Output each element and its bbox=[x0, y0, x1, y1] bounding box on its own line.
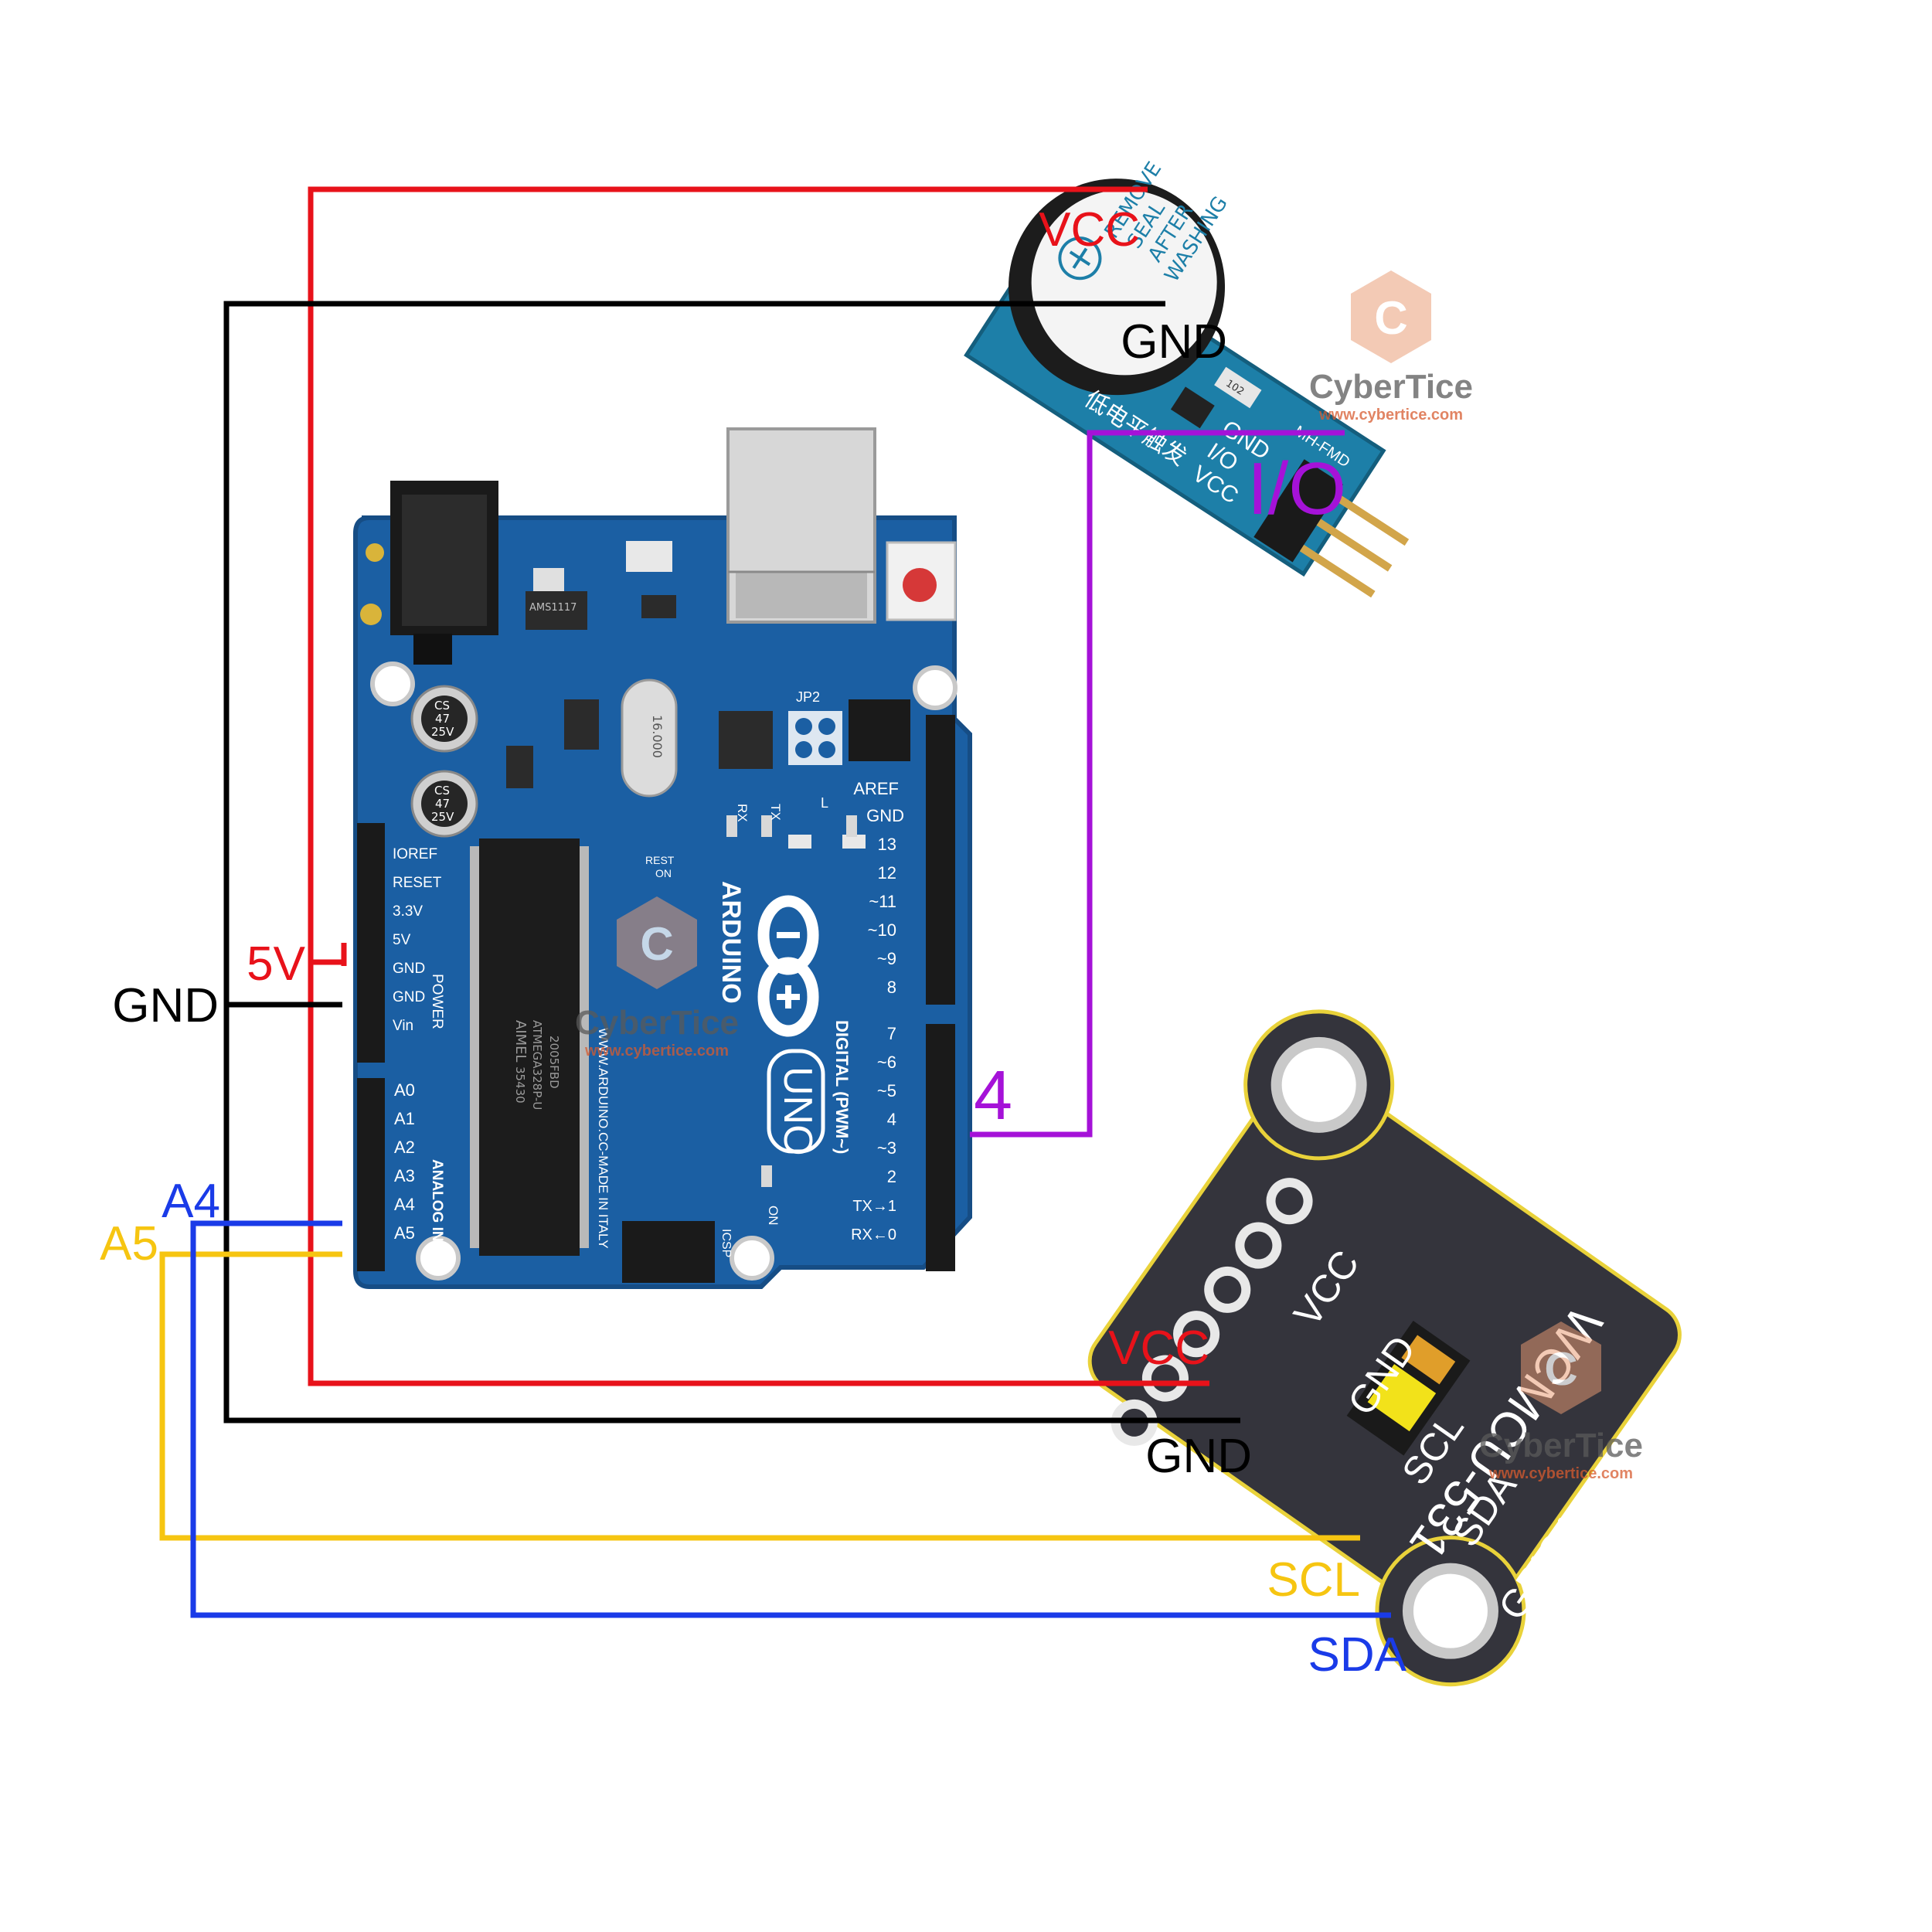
svg-text:2005FBD: 2005FBD bbox=[547, 1036, 561, 1089]
svg-text:ON: ON bbox=[766, 1206, 781, 1226]
pin-12: 12 bbox=[878, 863, 896, 883]
pin-a5: A5 bbox=[394, 1223, 415, 1243]
svg-text:AIMEL: AIMEL bbox=[512, 1020, 529, 1063]
pin-a0: A0 bbox=[394, 1080, 415, 1100]
pin-3v3: 3.3V bbox=[393, 903, 423, 920]
pin-reset: RESET bbox=[393, 875, 442, 891]
capacitor-2: CS 47 25V bbox=[410, 770, 478, 838]
svg-text:www.cybertice.com: www.cybertice.com bbox=[584, 1043, 729, 1060]
svg-text:REST: REST bbox=[645, 854, 675, 866]
svg-text:www.cybertice.com: www.cybertice.com bbox=[1318, 406, 1463, 423]
wire-sda bbox=[190, 1220, 1391, 1618]
pin-aref: AREF bbox=[853, 779, 899, 798]
label-arduino-a4: A4 bbox=[162, 1175, 220, 1228]
label-buzzer-vcc: VCC bbox=[1039, 203, 1140, 257]
pin-a3: A3 bbox=[394, 1166, 415, 1185]
label-arduino-a5: A5 bbox=[100, 1217, 158, 1270]
arduino-logo: ARDUINO UNO WWW.ARDUINO.CC-MADE IN ITALY bbox=[596, 881, 825, 1249]
label-tof-vcc: VCC bbox=[1108, 1321, 1209, 1375]
svg-text:CyberTice: CyberTice bbox=[575, 1004, 739, 1042]
usb-port bbox=[726, 427, 876, 624]
atmega-chip: AIMEL 35430 ATMEGA328P-U 2005FBD bbox=[470, 838, 589, 1256]
svg-text:L: L bbox=[821, 795, 828, 811]
pin-8: 8 bbox=[887, 978, 896, 997]
svg-text:C: C bbox=[640, 918, 673, 970]
wire-io bbox=[970, 430, 1345, 1138]
svg-text:ICSP: ICSP bbox=[719, 1229, 733, 1257]
svg-text:16.000: 16.000 bbox=[650, 715, 665, 758]
svg-text:CS: CS bbox=[434, 784, 450, 798]
wire-gnd-buzzer bbox=[223, 301, 1240, 1423]
svg-text:TX: TX bbox=[768, 804, 783, 821]
digital-header: AREF GND 13 12 ~11 ~10 ~9 8 7 ~6 ~5 4 ~3… bbox=[832, 715, 955, 1271]
pin-3: ~3 bbox=[877, 1138, 896, 1158]
made-in-text: WWW.ARDUINO.CC-MADE IN ITALY bbox=[596, 1028, 611, 1249]
reset-button bbox=[886, 541, 957, 621]
pin-gnd-1: GND bbox=[393, 961, 425, 977]
svg-text:ON: ON bbox=[655, 867, 672, 879]
pin-1: TX→1 bbox=[852, 1198, 896, 1215]
crystal: 16.000 bbox=[621, 679, 678, 798]
svg-text:CyberTice: CyberTice bbox=[1479, 1427, 1643, 1464]
svg-text:www.cybertice.com: www.cybertice.com bbox=[1488, 1465, 1633, 1482]
analog-title: ANALOG IN bbox=[429, 1159, 445, 1242]
svg-text:C: C bbox=[1544, 1343, 1577, 1395]
pin-10: ~10 bbox=[868, 920, 896, 940]
uno-text: UNO bbox=[775, 1066, 820, 1156]
pin-a2: A2 bbox=[394, 1138, 415, 1157]
svg-text:ATMEGA328P-U: ATMEGA328P-U bbox=[530, 1020, 544, 1110]
label-arduino-pin4: 4 bbox=[974, 1057, 1012, 1134]
pin-7: 7 bbox=[887, 1024, 896, 1043]
pin-ioref: IOREF bbox=[393, 846, 437, 862]
pin-4: 4 bbox=[887, 1110, 896, 1129]
power-header: IOREF RESET 3.3V 5V GND GND Vin POWER A0… bbox=[357, 823, 445, 1271]
pin-0: RX←0 bbox=[851, 1226, 896, 1243]
pin-6: ~6 bbox=[877, 1053, 896, 1072]
wire-scl bbox=[159, 1251, 1360, 1541]
svg-text:47: 47 bbox=[435, 712, 450, 726]
svg-text:47: 47 bbox=[435, 797, 450, 811]
label-arduino-5v: 5V bbox=[247, 937, 305, 991]
dc-jack bbox=[390, 481, 498, 665]
label-tof-gnd: GND bbox=[1145, 1430, 1252, 1483]
arduino-uno-board: AMS1117 CS 47 25V CS 47 25V 16.000 bbox=[353, 427, 972, 1289]
label-tof-sda: SDA bbox=[1308, 1628, 1407, 1682]
wires bbox=[159, 186, 1391, 1618]
pin-vin: Vin bbox=[393, 1018, 413, 1034]
tof-pin-xshut: XSHUT bbox=[1544, 1569, 1655, 1701]
digital-title: DIGITAL (PWM~) bbox=[832, 1020, 852, 1154]
label-buzzer-gnd: GND bbox=[1121, 315, 1227, 369]
svg-text:C: C bbox=[1374, 292, 1407, 344]
svg-text:25V: 25V bbox=[431, 810, 454, 824]
pin-13: 13 bbox=[878, 835, 896, 854]
arduino-brand-text: ARDUINO bbox=[716, 881, 746, 1004]
power-title: POWER bbox=[429, 974, 445, 1029]
watermark-logo: C CyberTice www.cybertice.com C CyberTic… bbox=[575, 270, 1643, 1482]
pin-2: 2 bbox=[887, 1167, 896, 1186]
pin-gnd-d: GND bbox=[866, 806, 904, 825]
label-arduino-gnd: GND bbox=[112, 979, 219, 1032]
label-tof-scl: SCL bbox=[1267, 1553, 1360, 1607]
capacitor-1: CS 47 25V bbox=[410, 685, 478, 753]
pin-gnd-2: GND bbox=[393, 989, 425, 1005]
pin-9: ~9 bbox=[877, 949, 896, 968]
pin-a4: A4 bbox=[394, 1195, 415, 1214]
pin-a1: A1 bbox=[394, 1109, 415, 1128]
svg-text:RX: RX bbox=[735, 804, 750, 822]
pin-11: ~11 bbox=[869, 892, 896, 911]
pin-5: ~5 bbox=[877, 1081, 896, 1100]
wire-labels: VCC GND I/O 5V GND 4 A4 A5 VCC GND SCL S… bbox=[100, 203, 1406, 1682]
svg-text:CS: CS bbox=[434, 699, 450, 713]
svg-text:CyberTice: CyberTice bbox=[1309, 368, 1473, 406]
jp2-label: JP2 bbox=[796, 689, 820, 705]
label-buzzer-io: I/O bbox=[1247, 447, 1346, 530]
buzzer-module: REMOVE SEAL AFTER WASHING 102 GND I/O VC… bbox=[964, 158, 1410, 598]
svg-text:25V: 25V bbox=[431, 725, 454, 739]
wire-vcc-buzzer bbox=[308, 186, 1148, 965]
pin-5v: 5V bbox=[393, 932, 411, 948]
wire-vcc-tof bbox=[308, 962, 1209, 1386]
svg-text:35430: 35430 bbox=[513, 1066, 527, 1104]
regulator-label: AMS1117 bbox=[529, 602, 577, 614]
